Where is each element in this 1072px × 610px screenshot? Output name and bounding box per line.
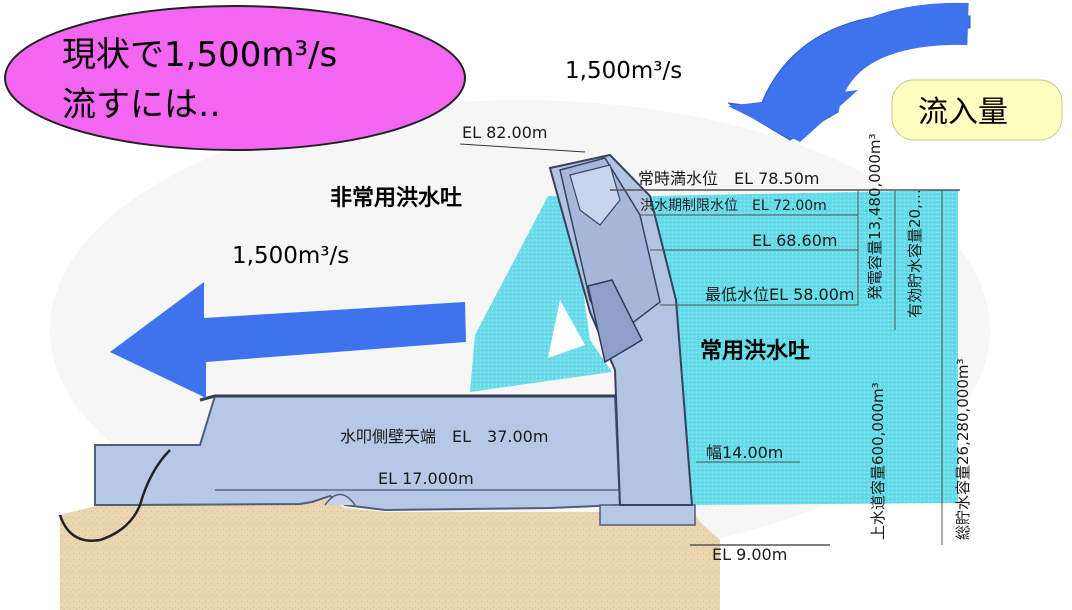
foundation-ground [60, 498, 720, 610]
bottom-foundation-slab [599, 504, 696, 526]
total-storage-label: 総貯水容量26,280,000m³ [954, 358, 972, 540]
outflow-rate: 1,500m³/s [232, 243, 349, 269]
inflow-label-box [891, 79, 1063, 141]
callout-line-2: 流すには‥ [62, 85, 221, 125]
power-capacity-label: 発電容量13,480,000m³ [866, 133, 884, 300]
el-crest-label: EL 82.00m [462, 123, 548, 142]
plume-gap [548, 300, 585, 358]
el-68-label: EL 68.60m [752, 231, 838, 250]
el-apron-label: 水叩側壁天端 EL 37.00m [340, 427, 548, 446]
end-sill-curve [58, 449, 171, 542]
el-min-label: 最低水位EL 58.00m [705, 285, 855, 304]
dentated-sill [324, 493, 356, 506]
inflow-arrow-head [728, 90, 858, 142]
water-supply-label: 上水道容量600,000m³ [869, 382, 887, 540]
emergency-spillway-label: 非常用洪水吐 [330, 185, 462, 211]
el-17-label: EL 17.000m [378, 469, 474, 488]
dam-crest-detail [569, 164, 621, 226]
width-label: 幅14.00m [706, 443, 783, 462]
inflow-arrow-body [797, 2, 969, 113]
effective-storage-label: 有効貯水容量20,… [906, 189, 924, 318]
el-9-label: EL 9.00m [712, 545, 787, 564]
inflow-rate: 1,500m³/s [565, 58, 682, 84]
spillway-gate [587, 279, 643, 364]
basin-wall-top [199, 394, 615, 402]
regular-spillway-label: 常用洪水吐 [700, 338, 810, 364]
el-normal-full-label: 常時満水位 EL 78.50m [638, 169, 820, 188]
callout-bubble [4, 5, 466, 151]
inflow-label: 流入量 [918, 95, 1008, 130]
outflow-arrow-icon [110, 282, 466, 398]
crest-leader [459, 143, 586, 153]
el-flood-limit-label: 洪水期制限水位 EL 72.00m [640, 198, 827, 214]
callout-line-1: 現状で1,500m³/s [62, 35, 337, 75]
reservoir-water [648, 190, 958, 505]
